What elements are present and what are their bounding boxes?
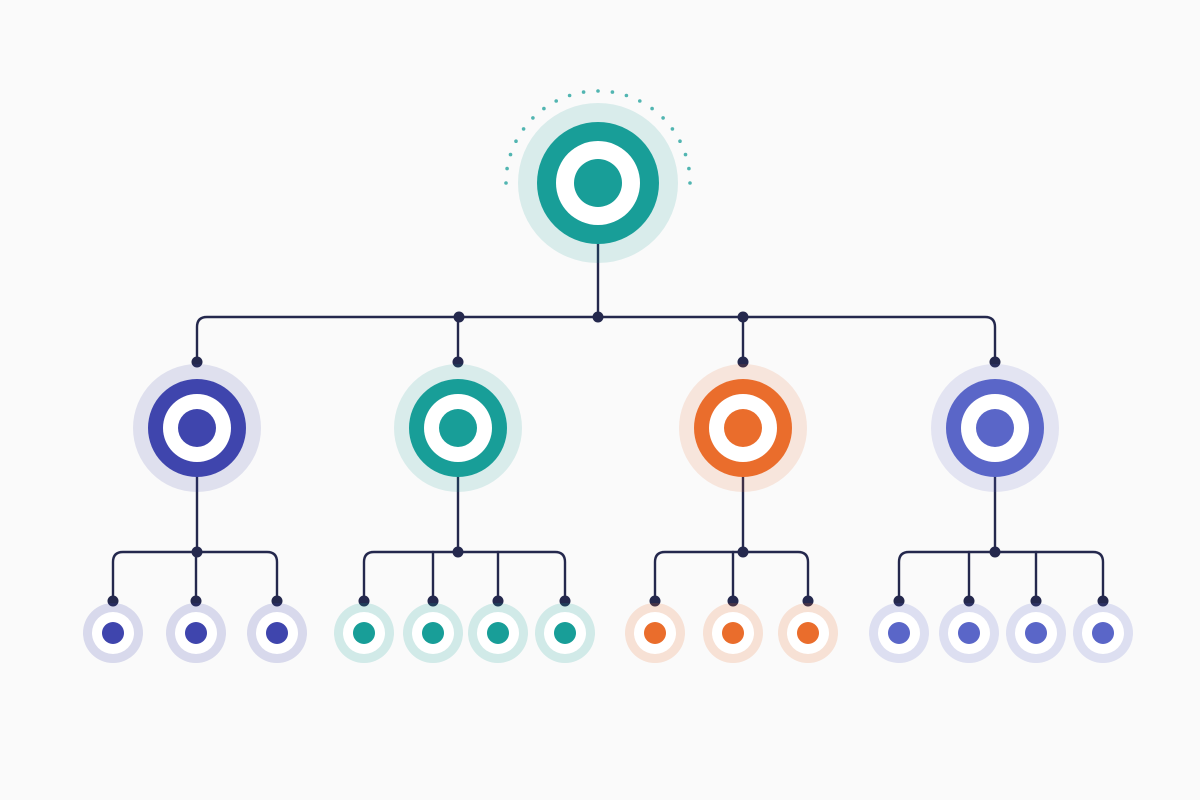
leaf-junction-dot	[492, 595, 504, 607]
leaf-junction-dot	[271, 595, 283, 607]
leaf-core	[554, 622, 576, 644]
leaf-core	[487, 622, 509, 644]
arc-dot	[678, 139, 682, 143]
leaf-node	[869, 603, 929, 663]
arc-dot	[531, 116, 535, 120]
arc-dot	[683, 152, 688, 157]
arc-dot	[638, 99, 642, 103]
leaf-core	[1025, 622, 1047, 644]
node-core	[574, 159, 622, 207]
leaf-bus-line	[897, 550, 1105, 603]
leaf-junction-dot	[727, 595, 739, 607]
leaf-junction-dot	[107, 595, 119, 607]
nodes	[83, 89, 1133, 663]
leaf-node	[334, 603, 394, 663]
leaf-node	[468, 603, 528, 663]
leaf-junction-dot	[963, 595, 975, 607]
leaf-core	[797, 622, 819, 644]
arc-dot	[554, 99, 558, 103]
arc-dot	[514, 139, 518, 143]
leaf-node	[247, 603, 307, 663]
leaf-junction-dot	[802, 595, 814, 607]
leaf-core	[958, 622, 980, 644]
arc-dot	[650, 106, 654, 111]
leaf-core	[722, 622, 744, 644]
leaf-core	[266, 622, 288, 644]
branch-junction-dot	[737, 356, 749, 368]
connector-lines	[107, 242, 1109, 607]
leaf-bus-junction-dot	[737, 546, 749, 558]
branch-node-2	[394, 364, 522, 492]
leaf-junction-dot	[893, 595, 905, 607]
branch-node-4	[931, 364, 1059, 492]
arc-dot	[521, 127, 526, 131]
arc-dot	[688, 181, 692, 185]
leaf-node	[703, 603, 763, 663]
leaf-bus-line	[653, 550, 810, 603]
branch-node-1	[133, 364, 261, 492]
branch-junction-dot	[989, 356, 1001, 368]
leaf-junction-dot	[1030, 595, 1042, 607]
arc-dot	[504, 181, 508, 185]
leaf-junction-dot	[427, 595, 439, 607]
arc-dot	[687, 166, 691, 171]
leaf-junction-dot	[1097, 595, 1109, 607]
branch-junction-dot	[191, 356, 203, 368]
branch-node-3	[679, 364, 807, 492]
arc-dot	[624, 93, 629, 98]
node-core	[724, 409, 762, 447]
arc-dot	[567, 93, 572, 98]
leaf-bus-junction-dot	[191, 546, 203, 558]
leaf-bus-line	[362, 550, 567, 603]
arc-dot	[508, 152, 513, 157]
node-core	[976, 409, 1014, 447]
leaf-junction-dot	[649, 595, 661, 607]
root-node	[518, 103, 678, 263]
leaf-node	[1006, 603, 1066, 663]
leaf-core	[1092, 622, 1114, 644]
leaf-bus-junction-dot	[989, 546, 1001, 558]
leaf-junction-dot	[190, 595, 202, 607]
arc-dot	[505, 166, 509, 171]
bus-junction-dot	[592, 311, 604, 323]
leaf-core	[353, 622, 375, 644]
leaf-core	[422, 622, 444, 644]
leaf-node	[403, 603, 463, 663]
leaf-junction-dot	[559, 595, 571, 607]
leaf-node	[778, 603, 838, 663]
root-dotted-arc	[504, 89, 692, 185]
node-core	[178, 409, 216, 447]
leaf-core	[102, 622, 124, 644]
leaf-bus-junction-dot	[452, 546, 464, 558]
arc-dot	[542, 106, 546, 111]
arc-dot	[661, 116, 665, 120]
leaf-node	[83, 603, 143, 663]
arc-dot	[610, 90, 615, 94]
leaf-node	[625, 603, 685, 663]
leaf-node	[939, 603, 999, 663]
bus-junction-dot	[453, 311, 465, 323]
node-core	[439, 409, 477, 447]
leaf-core	[185, 622, 207, 644]
leaf-core	[888, 622, 910, 644]
leaf-core	[644, 622, 666, 644]
leaf-node	[166, 603, 226, 663]
bus-junction-dot	[737, 311, 749, 323]
leaf-node	[535, 603, 595, 663]
main-bus-line	[195, 315, 997, 364]
arc-dot	[581, 90, 586, 94]
branch-junction-dot	[452, 356, 464, 368]
arc-dot	[670, 127, 675, 131]
arc-dot	[596, 89, 600, 93]
leaf-junction-dot	[358, 595, 370, 607]
leaf-node	[1073, 603, 1133, 663]
